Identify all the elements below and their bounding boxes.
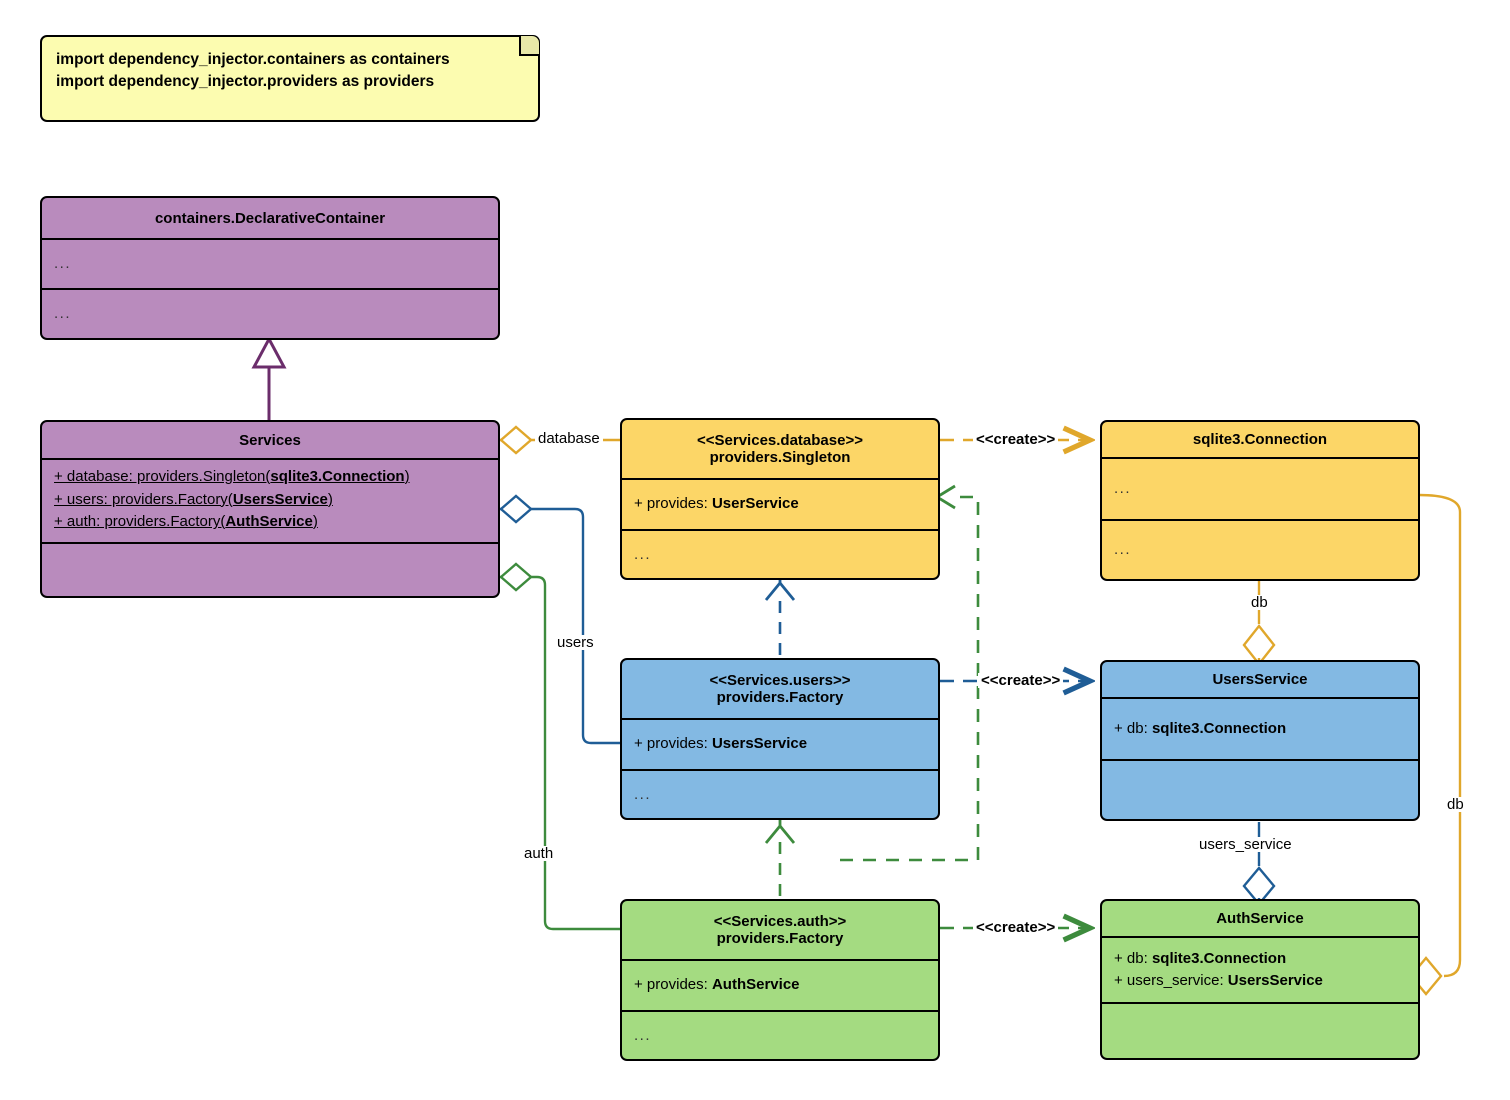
attribute-row: + users: providers.Factory(UsersService) bbox=[54, 489, 486, 512]
attributes-compartment: + database: providers.Singleton(sqlite3.… bbox=[42, 460, 498, 544]
note-line-2: import dependency_injector.providers as … bbox=[56, 73, 435, 91]
class-title: <<Services.database>> providers.Singleto… bbox=[622, 420, 938, 480]
class-services-auth-provider[interactable]: <<Services.auth>> providers.Factory + pr… bbox=[620, 899, 940, 1061]
attribute-row: + auth: providers.Factory(AuthService) bbox=[54, 511, 486, 534]
class-title: Services bbox=[42, 422, 498, 460]
note-dogear-icon bbox=[519, 36, 539, 56]
attributes-compartment: + provides: AuthService bbox=[622, 961, 938, 1012]
class-name: providers.Factory bbox=[716, 689, 844, 706]
attribute-ellipsis: ... bbox=[1114, 479, 1132, 497]
edge-label-db-right: db bbox=[1444, 797, 1467, 812]
method-ellipsis: ... bbox=[634, 545, 652, 563]
edge-generalization-services bbox=[251, 335, 287, 420]
edge-label-database: database bbox=[535, 431, 603, 446]
class-declarative-container[interactable]: containers.DeclarativeContainer ... ... bbox=[40, 196, 500, 340]
edge-label-users-service: users_service bbox=[1196, 837, 1295, 852]
attributes-compartment: + db: sqlite3.Connection + users_service… bbox=[1102, 938, 1418, 1004]
method-ellipsis: ... bbox=[634, 1026, 652, 1044]
class-services[interactable]: Services + database: providers.Singleton… bbox=[40, 420, 500, 598]
methods-compartment: ... bbox=[1102, 521, 1418, 579]
attribute-db: + db: sqlite3.Connection bbox=[1114, 949, 1287, 967]
edge-dependency-users-database bbox=[764, 578, 796, 655]
edge-label-create-auth: <<create>> bbox=[973, 920, 1059, 935]
attributes-compartment: + provides: UsersService bbox=[622, 720, 938, 771]
methods-compartment bbox=[1102, 1004, 1418, 1058]
edge-services-users bbox=[499, 494, 620, 745]
method-ellipsis: ... bbox=[1114, 541, 1132, 559]
attribute-row: + db: sqlite3.Connection bbox=[1114, 948, 1406, 971]
attribute-auth: + auth: providers.Factory(AuthService) bbox=[54, 513, 318, 531]
class-name: providers.Factory bbox=[716, 930, 844, 947]
edge-dependency-auth-users bbox=[764, 820, 796, 896]
edge-label-create-database: <<create>> bbox=[973, 432, 1059, 447]
class-sqlite3-connection[interactable]: sqlite3.Connection ... ... bbox=[1100, 420, 1420, 581]
attribute-users: + users: providers.Factory(UsersService) bbox=[54, 490, 333, 508]
methods-compartment bbox=[1102, 761, 1418, 819]
note-line-1: import dependency_injector.containers as… bbox=[56, 51, 450, 68]
attribute-provides: + provides: AuthService bbox=[634, 976, 800, 994]
attribute-row: + users_service: UsersService bbox=[1114, 970, 1406, 993]
imports-note: import dependency_injector.containers as… bbox=[40, 35, 540, 122]
class-title: <<Services.users>> providers.Factory bbox=[622, 660, 938, 720]
method-ellipsis: ... bbox=[634, 785, 652, 803]
class-title: containers.DeclarativeContainer bbox=[42, 198, 498, 240]
class-services-database-provider[interactable]: <<Services.database>> providers.Singleto… bbox=[620, 418, 940, 580]
methods-compartment: ... bbox=[622, 1012, 938, 1059]
edge-label-db-top: db bbox=[1248, 595, 1271, 610]
class-auth-service[interactable]: AuthService + db: sqlite3.Connection + u… bbox=[1100, 899, 1420, 1060]
methods-compartment bbox=[42, 544, 498, 595]
edge-label-auth: auth bbox=[521, 846, 557, 861]
class-title: <<Services.auth>> providers.Factory bbox=[622, 901, 938, 961]
class-title: sqlite3.Connection bbox=[1102, 422, 1418, 459]
attribute-row: + database: providers.Singleton(sqlite3.… bbox=[54, 466, 486, 489]
attributes-compartment: ... bbox=[1102, 459, 1418, 521]
method-ellipsis: ... bbox=[54, 305, 72, 323]
class-users-service[interactable]: UsersService + db: sqlite3.Connection bbox=[1100, 660, 1420, 821]
attributes-compartment: + db: sqlite3.Connection bbox=[1102, 699, 1418, 761]
class-title: AuthService bbox=[1102, 901, 1418, 938]
class-stereotype: <<Services.auth>> bbox=[713, 913, 847, 930]
attribute-database: + database: providers.Singleton(sqlite3.… bbox=[54, 468, 410, 486]
attribute-users-service: + users_service: UsersService bbox=[1114, 972, 1323, 989]
attribute-ellipsis: ... bbox=[54, 254, 72, 272]
attribute-db: + db: sqlite3.Connection bbox=[1114, 719, 1287, 737]
class-stereotype: <<Services.users>> bbox=[709, 672, 851, 689]
attribute-provides: + provides: UsersService bbox=[634, 735, 808, 753]
attributes-compartment: ... bbox=[42, 240, 498, 290]
edge-aggregation-usersservice-authservice bbox=[1242, 822, 1276, 906]
class-stereotype: <<Services.database>> bbox=[697, 432, 863, 449]
methods-compartment: ... bbox=[622, 531, 938, 578]
edge-label-create-users: <<create>> bbox=[978, 673, 1064, 688]
attribute-provides: + provides: UserService bbox=[634, 495, 799, 513]
class-title: UsersService bbox=[1102, 662, 1418, 699]
edge-label-users: users bbox=[554, 635, 597, 650]
class-name: providers.Singleton bbox=[709, 449, 851, 466]
attributes-compartment: + provides: UserService bbox=[622, 480, 938, 531]
class-services-users-provider[interactable]: <<Services.users>> providers.Factory + p… bbox=[620, 658, 940, 820]
methods-compartment: ... bbox=[42, 290, 498, 338]
methods-compartment: ... bbox=[622, 771, 938, 818]
edge-services-auth bbox=[499, 562, 620, 931]
